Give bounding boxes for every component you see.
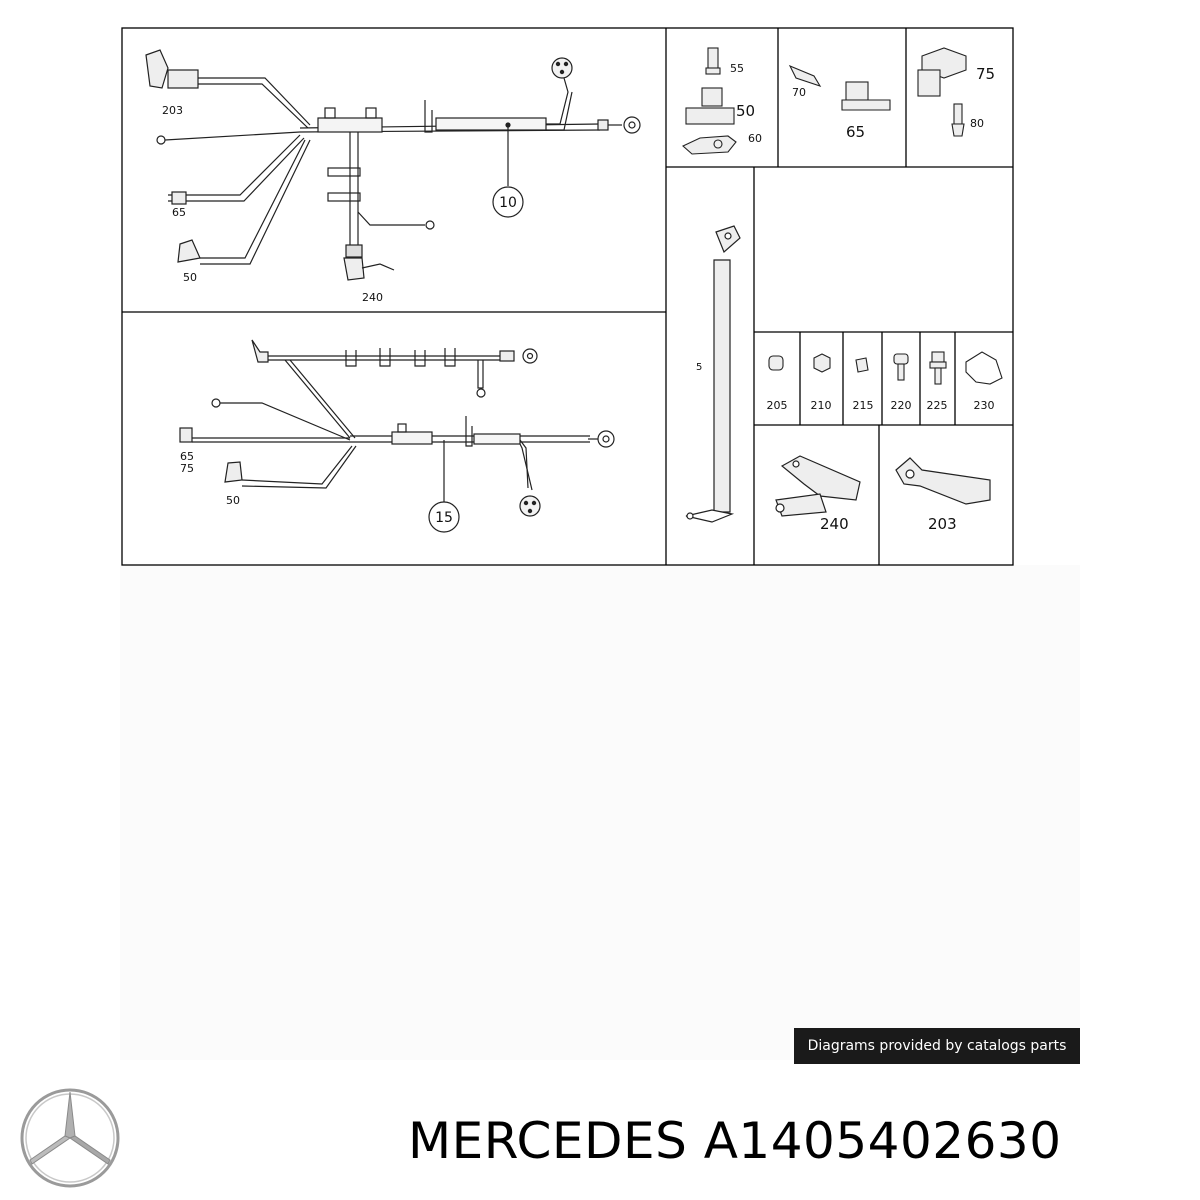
label-225: 225 bbox=[927, 399, 948, 412]
label-203: 203 bbox=[162, 104, 183, 117]
label-80: 80 bbox=[970, 117, 984, 130]
label-55: 55 bbox=[730, 62, 744, 75]
label-75: 75 bbox=[180, 462, 194, 475]
ground-strap-5 bbox=[685, 225, 741, 523]
label-65: 65 bbox=[172, 206, 186, 219]
mercedes-star-logo bbox=[20, 1088, 120, 1188]
label-50: 50 bbox=[736, 102, 755, 120]
label-65: 65 bbox=[180, 450, 194, 463]
background-panel bbox=[120, 565, 1080, 1060]
label-70: 70 bbox=[792, 86, 806, 99]
connector-parts bbox=[682, 47, 967, 155]
label-210: 210 bbox=[811, 399, 832, 412]
harness-15 bbox=[179, 339, 615, 533]
label-220: 220 bbox=[891, 399, 912, 412]
brackets bbox=[775, 455, 991, 517]
label-240: 240 bbox=[362, 291, 383, 304]
label-65: 65 bbox=[846, 123, 865, 141]
product-title: MERCEDES A1405402630 bbox=[408, 1112, 1062, 1170]
label-240: 240 bbox=[820, 515, 849, 533]
label-50: 50 bbox=[226, 494, 240, 507]
callout-15: 15 bbox=[435, 510, 453, 526]
wiring-harness-diagram: 203 65 50 240 10 bbox=[121, 27, 1014, 566]
diagram-credit-caption: Diagrams provided by catalogs parts bbox=[794, 1028, 1080, 1064]
label-50: 50 bbox=[183, 271, 197, 284]
fastener-parts bbox=[768, 351, 1003, 385]
harness-10 bbox=[145, 49, 641, 281]
callout-10: 10 bbox=[499, 195, 517, 211]
label-205: 205 bbox=[767, 399, 788, 412]
fastener-labels: 205 210 215 220 225 230 bbox=[767, 399, 995, 412]
label-75: 75 bbox=[976, 65, 995, 83]
label-5: 5 bbox=[696, 362, 702, 373]
label-215: 215 bbox=[853, 399, 874, 412]
label-203: 203 bbox=[928, 515, 957, 533]
label-60: 60 bbox=[748, 132, 762, 145]
label-230: 230 bbox=[974, 399, 995, 412]
